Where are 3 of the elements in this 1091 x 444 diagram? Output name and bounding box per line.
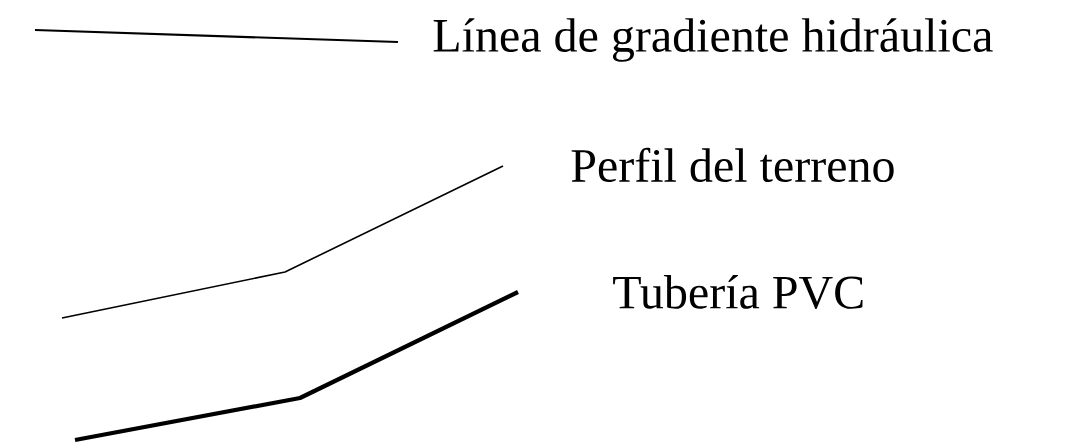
- legend-label: Línea de gradiente hidráulica: [433, 18, 993, 62]
- legend-label: Tubería PVC: [613, 274, 863, 310]
- legend-label: Perfil del terreno: [571, 147, 894, 183]
